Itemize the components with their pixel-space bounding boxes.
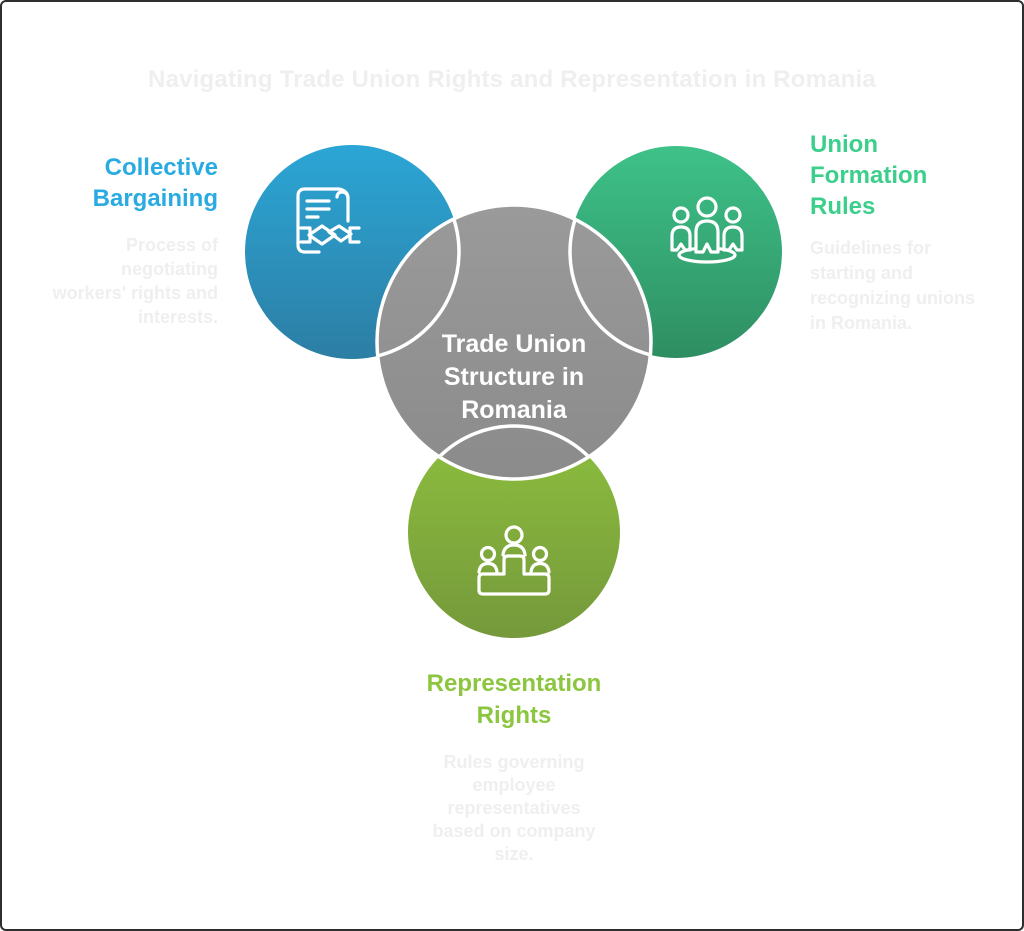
representation-circle xyxy=(408,426,620,638)
union-formation-heading: Union Formation Rules xyxy=(810,131,928,220)
center-circle-label: Trade Union Structure in Romania xyxy=(441,330,587,424)
contract-handshake-icon xyxy=(296,187,361,254)
committee-podium-icon xyxy=(477,525,551,596)
overlap-arcs xyxy=(377,205,651,479)
representation-rights-heading: Representation Rights xyxy=(426,670,602,729)
center-circle xyxy=(375,203,653,481)
collective-bargaining-heading: Collective Bargaining xyxy=(92,154,218,212)
collective-bargaining-description: Process of negotiating workers' rights a… xyxy=(52,235,218,327)
people-group-icon xyxy=(670,196,744,264)
page-title: Navigating Trade Union Rights and Repres… xyxy=(148,66,876,93)
union-formation-description: Guidelines for starting and recognizing … xyxy=(810,238,975,333)
representation-rights-description: Rules governing employee representatives… xyxy=(432,752,596,864)
